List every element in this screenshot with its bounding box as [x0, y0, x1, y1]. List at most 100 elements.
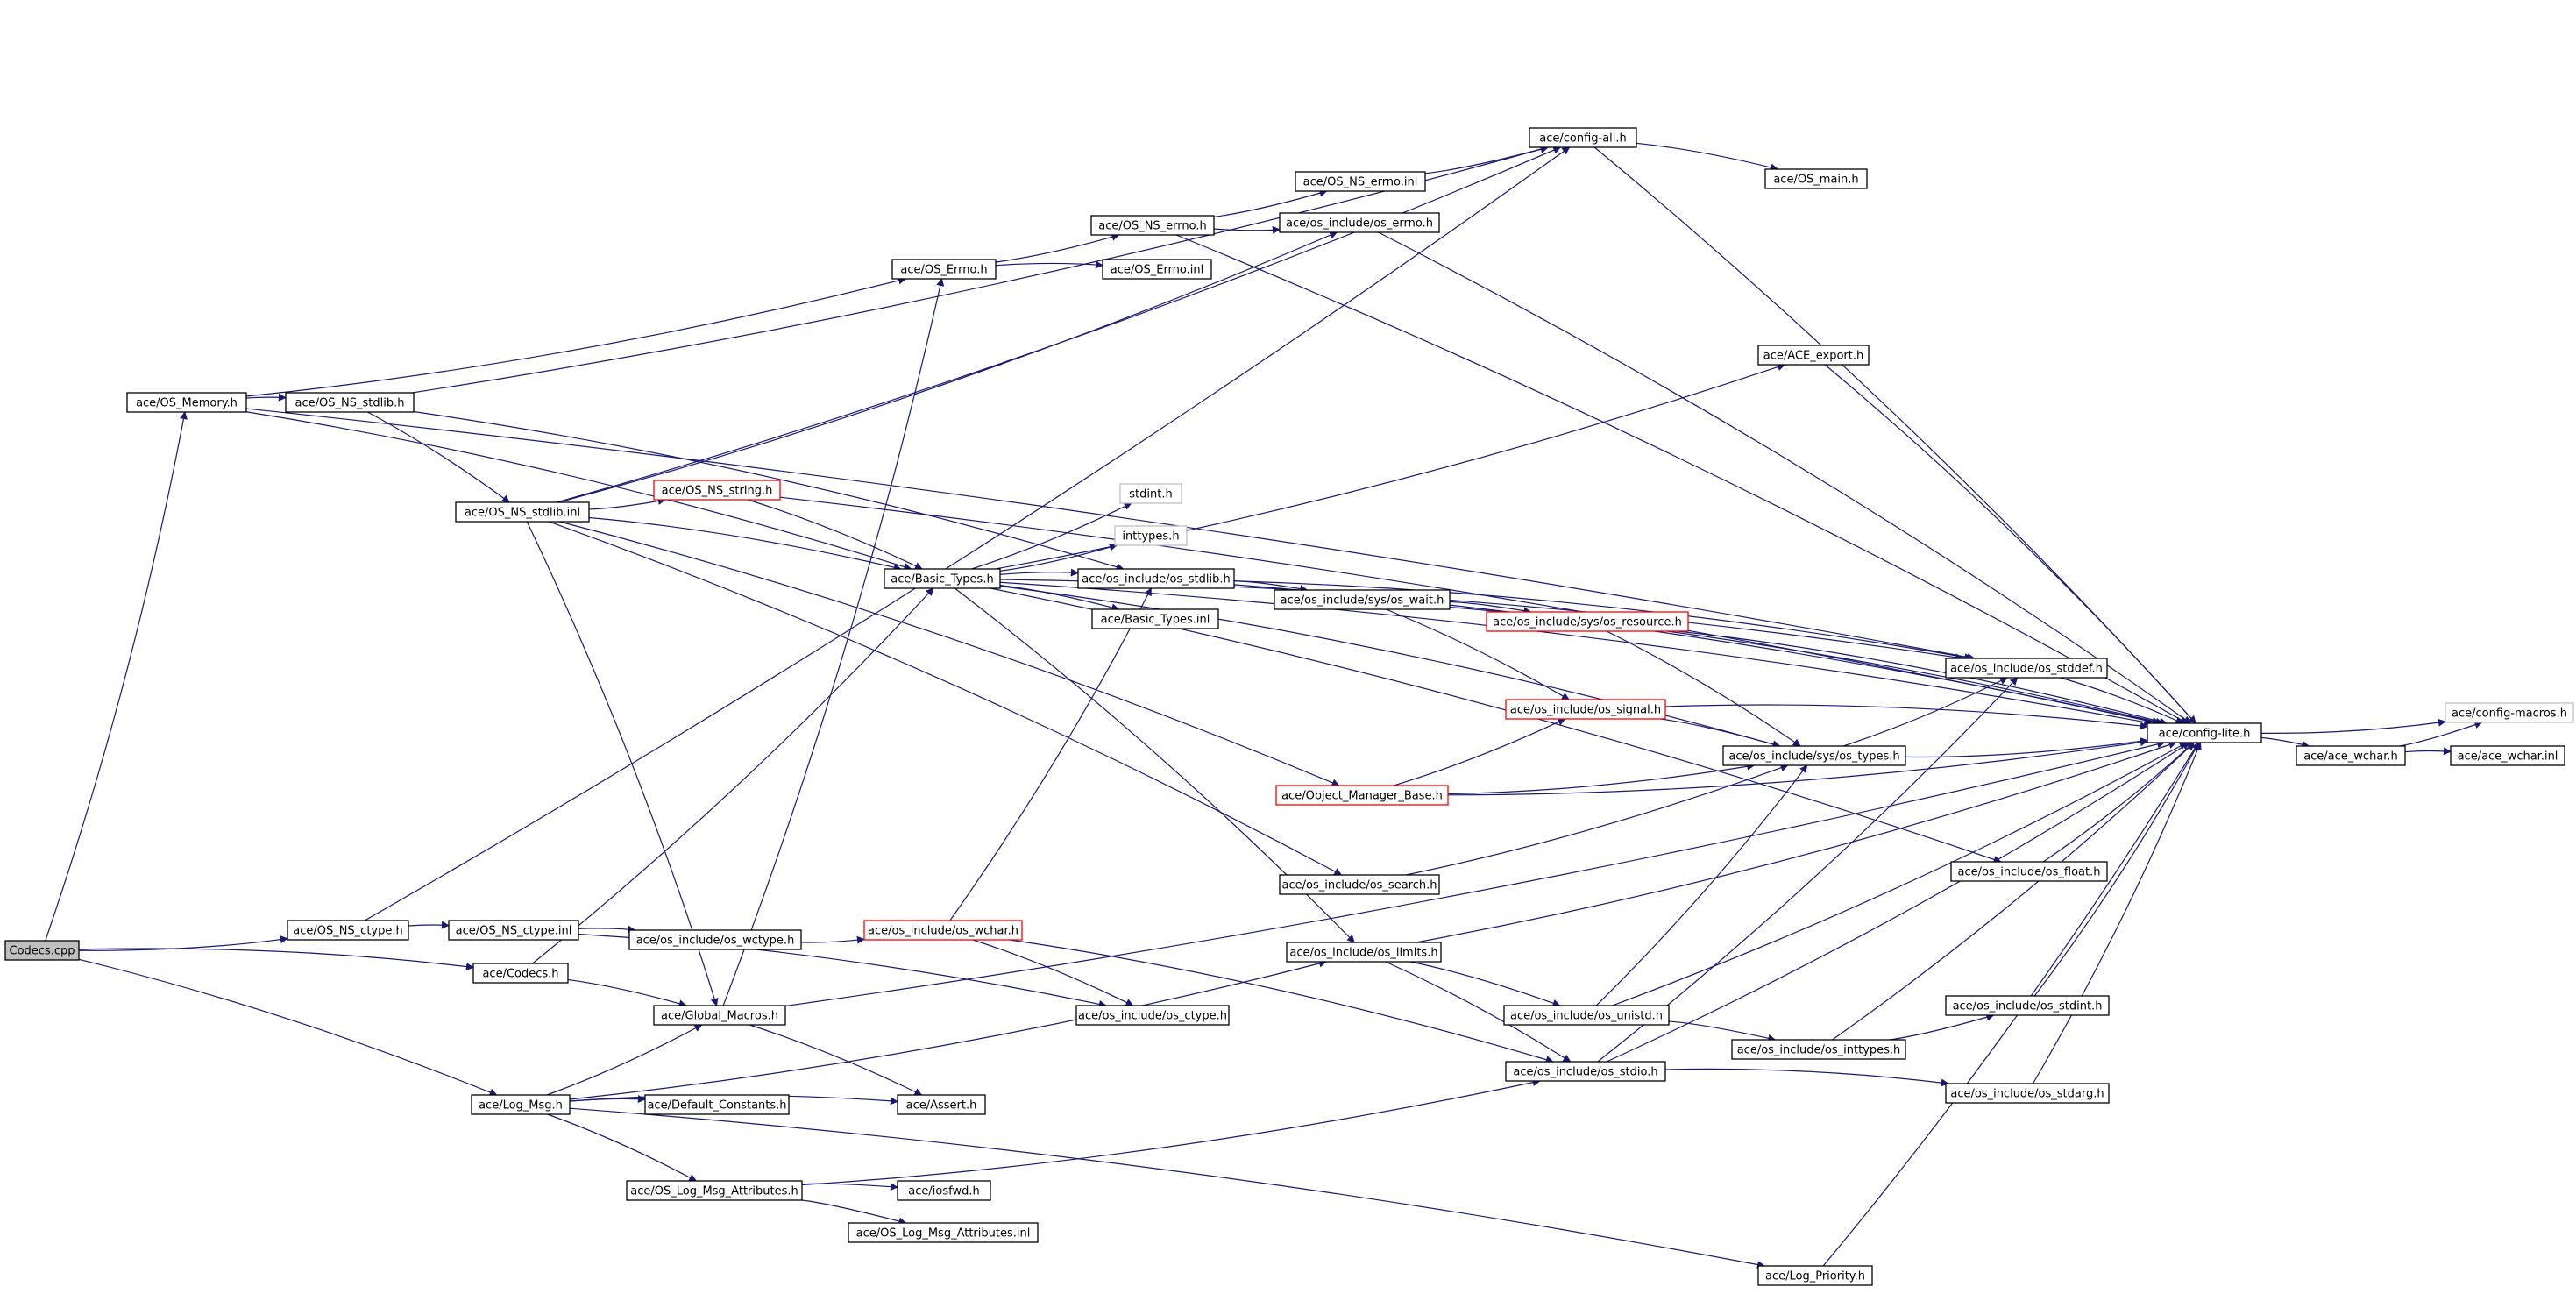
edge-os_limits-to-config_lite	[1416, 741, 2177, 943]
edge-os_stdint-to-config_lite	[2033, 742, 2200, 997]
node-config-lite[interactable]: ace/config-lite.h	[2147, 722, 2262, 743]
node-iosfwd[interactable]: ace/iosfwd.h	[897, 1180, 991, 1201]
edge-os_signal-to-config_lite	[1664, 704, 2148, 730]
node-sys-os-resource[interactable]: ace/os_include/sys/os_resource.h	[1486, 611, 1689, 632]
node-box	[455, 501, 590, 523]
node-ace-wchar-h[interactable]: ace/ace_wchar.h	[2296, 745, 2406, 766]
node-os-unistd[interactable]: ace/os_include/os_unistd.h	[1503, 1005, 1670, 1026]
edge-os_ns_errno_h-to-os_ns_errno_inl	[1213, 188, 1328, 218]
node-os-ns-ctype-inl[interactable]: ace/OS_NS_ctype.inl	[448, 920, 579, 941]
node-os-wctype[interactable]: ace/os_include/os_wctype.h	[628, 929, 802, 950]
node-config-all[interactable]: ace/config-all.h	[1529, 127, 1637, 148]
node-basic-types-inl[interactable]: ace/Basic_Types.inl	[1091, 608, 1219, 629]
node-box	[1279, 212, 1440, 233]
node-os-search[interactable]: ace/os_include/os_search.h	[1279, 874, 1440, 895]
node-box	[126, 392, 247, 413]
node-assert-h[interactable]: ace/Assert.h	[897, 1094, 986, 1115]
node-inttypes[interactable]: inttypes.h	[1114, 525, 1188, 546]
edge-sys_os_wait-to-sys_os_resource	[1449, 601, 1532, 615]
node-codecs-h[interactable]: ace/Codecs.h	[472, 963, 569, 984]
edge-basic_types-to-ace_export	[995, 363, 1785, 570]
node-label: ace/os_include/os_search.h	[1282, 879, 1437, 892]
node-os-float[interactable]: ace/os_include/os_float.h	[1950, 861, 2108, 882]
node-default-constants[interactable]: ace/Default_Constants.h	[644, 1094, 790, 1115]
node-label: ace/os_include/os_inttypes.h	[1737, 1044, 1901, 1057]
node-os-errno-inl[interactable]: ace/OS_Errno.inl	[1102, 259, 1212, 280]
node-label: ace/OS_NS_stdlib.inl	[465, 507, 580, 520]
node-box	[2445, 702, 2574, 723]
node-box	[1090, 215, 1215, 236]
node-label: ace/Default_Constants.h	[647, 1099, 786, 1113]
node-config-macros[interactable]: ace/config-macros.h	[2445, 702, 2574, 723]
edge-os_float-to-config_lite	[2042, 742, 2195, 863]
edge-os_ns_ctype_inl-to-os_wctype	[578, 925, 636, 934]
node-layer: Codecs.cpp ace/OS_Memory.h ace/OS_NS_stdli…	[4, 127, 2574, 1286]
node-label: ace/os_include/os_ctype.h	[1078, 1010, 1227, 1023]
node-box	[1945, 995, 2110, 1016]
node-os-main[interactable]: ace/OS_main.h	[1764, 168, 1868, 189]
edge-os_inttypes-to-config_lite	[1832, 742, 2196, 1041]
node-box	[472, 963, 569, 984]
edge-os_ns_errno_inl-to-config_all	[1424, 145, 1549, 174]
node-os-ns-errno-inl[interactable]: ace/OS_NS_errno.inl	[1295, 171, 1426, 192]
edge-basic_types-to-config_lite	[999, 581, 2153, 726]
node-os-ctype[interactable]: ace/os_include/os_ctype.h	[1075, 1005, 1230, 1026]
node-os-limits[interactable]: ace/os_include/os_limits.h	[1286, 942, 1442, 963]
node-label: ace/os_include/os_limits.h	[1289, 947, 1437, 960]
node-ace-wchar-inl[interactable]: ace/ace_wchar.inl	[2450, 745, 2565, 766]
node-os-inttypes[interactable]: ace/os_include/os_inttypes.h	[1731, 1039, 1906, 1060]
node-log-msg[interactable]: ace/Log_Msg.h	[471, 1094, 571, 1115]
node-sys-os-wait[interactable]: ace/os_include/sys/os_wait.h	[1274, 589, 1451, 610]
node-os-log-msg-attr-inl[interactable]: ace/OS_Log_Msg_Attributes.inl	[848, 1222, 1039, 1243]
edge-basic_types-to-basic_types_inl	[999, 585, 1120, 612]
node-os-log-msg-attr-h[interactable]: ace/OS_Log_Msg_Attributes.h	[626, 1180, 803, 1201]
node-label: ace/ace_wchar.inl	[2458, 750, 2558, 764]
node-os-stdint[interactable]: ace/os_include/os_stdint.h	[1945, 995, 2110, 1016]
node-os-ns-ctype-h[interactable]: ace/OS_NS_ctype.h	[287, 920, 409, 941]
edge-os_include_errno-to-config_lite	[1378, 231, 2192, 724]
node-stdint[interactable]: stdint.h	[1119, 483, 1182, 504]
node-os-ns-string[interactable]: ace/OS_NS_string.h	[653, 480, 781, 501]
node-os-include-errno[interactable]: ace/os_include/os_errno.h	[1279, 212, 1440, 233]
node-os-wchar[interactable]: ace/os_include/os_wchar.h	[863, 920, 1023, 941]
node-os-ns-stdlib-inl[interactable]: ace/OS_NS_stdlib.inl	[455, 501, 590, 523]
edge-sys_os_resource-to-config_lite	[1677, 630, 2168, 726]
node-os-stddef[interactable]: ace/os_include/os_stddef.h	[1945, 658, 2108, 679]
node-object-manager-base[interactable]: ace/Object_Manager_Base.h	[1275, 785, 1449, 806]
edge-os_unistd-to-os_inttypes	[1668, 1020, 1777, 1042]
node-label: ace/os_include/os_wchar.h	[868, 925, 1018, 938]
node-os-ns-stdlib-h[interactable]: ace/OS_NS_stdlib.h	[285, 392, 415, 413]
node-os-include-stdlib[interactable]: ace/os_include/os_stdlib.h	[1077, 568, 1235, 589]
node-os-errno-h[interactable]: ace/OS_Errno.h	[891, 259, 997, 280]
node-os-stdarg[interactable]: ace/os_include/os_stdarg.h	[1945, 1083, 2110, 1104]
edge-os_ns_stdlib_h-to-config_all	[412, 145, 1550, 394]
node-box	[1295, 171, 1426, 192]
node-global-macros[interactable]: ace/Global_Macros.h	[653, 1005, 786, 1026]
node-os-stdio[interactable]: ace/os_include/os_stdio.h	[1505, 1061, 1666, 1082]
node-os-signal[interactable]: ace/os_include/os_signal.h	[1505, 699, 1666, 720]
node-box	[863, 920, 1023, 941]
node-label: ace/OS_NS_ctype.h	[293, 925, 403, 938]
edge-os_ns_errno_h-to-os_include_errno	[1213, 225, 1281, 234]
node-label: ace/os_include/os_unistd.h	[1510, 1010, 1663, 1023]
node-box	[626, 1180, 803, 1201]
edge-os_ns_string-to-basic_types	[748, 499, 923, 570]
node-box	[1279, 874, 1440, 895]
node-basic-types[interactable]: ace/Basic_Types.h	[884, 568, 1001, 589]
edge-os_memory-to-os_ns_stdlib_h	[245, 393, 287, 402]
node-codecs-cpp[interactable]: Codecs.cpp	[4, 940, 80, 961]
node-label: ace/os_include/sys/os_wait.h	[1281, 594, 1444, 608]
node-ace-export[interactable]: ace/ACE_export.h	[1757, 345, 1870, 366]
node-os-memory[interactable]: ace/OS_Memory.h	[126, 392, 247, 413]
node-label: ace/ace_wchar.h	[2303, 750, 2398, 764]
edge-os_memory-to-basic_types	[245, 411, 912, 571]
node-label: ace/OS_NS_errno.h	[1098, 220, 1207, 233]
node-os-ns-errno-h[interactable]: ace/OS_NS_errno.h	[1090, 215, 1215, 236]
node-box	[2147, 722, 2262, 743]
node-sys-os-types[interactable]: ace/os_include/sys/os_types.h	[1722, 745, 1906, 766]
node-box	[287, 920, 409, 941]
node-log-priority[interactable]: ace/Log_Priority.h	[1757, 1265, 1873, 1286]
node-label: ace/Global_Macros.h	[661, 1010, 778, 1023]
edge-layer	[45, 142, 2483, 1269]
edge-os_include_stdlib-to-os_stddef	[1233, 580, 1973, 662]
